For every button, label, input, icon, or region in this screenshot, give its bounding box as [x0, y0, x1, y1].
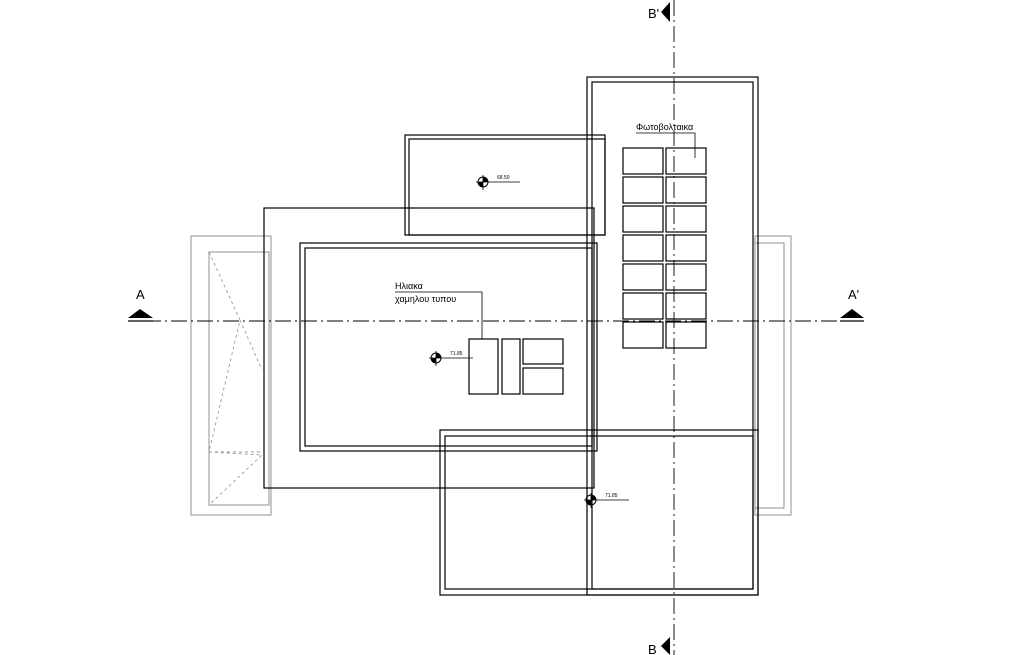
section-marker-a-left: A — [128, 287, 153, 322]
pv-panel — [665, 205, 707, 233]
section-marker-b-bottom: B — [648, 637, 670, 655]
section-a-right-label: A' — [848, 287, 859, 302]
pv-panel — [665, 234, 707, 262]
pv-panel — [665, 292, 707, 320]
solar-label-line1: Ηλιακα — [395, 281, 423, 291]
level-value: 68.50 — [497, 175, 510, 181]
solar-collector-panel — [522, 367, 564, 395]
solar-collector-panel — [522, 338, 564, 365]
pv-label: Φωτοβολταικα — [636, 122, 693, 132]
front-roof-volume — [299, 242, 598, 452]
level-marker-front: 71.85 — [429, 351, 473, 366]
section-a-left-arrow-icon — [128, 309, 153, 318]
pv-panel — [622, 292, 664, 320]
solar-leader-line — [395, 291, 483, 339]
tall-roof-outline — [586, 76, 759, 596]
section-b-top-arrow-icon — [661, 2, 670, 22]
section-b-bottom-arrow-icon — [661, 637, 670, 655]
solar-collectors — [468, 338, 564, 395]
front-roof-outline — [299, 242, 598, 452]
upper-roof-inner — [408, 138, 606, 236]
hip-roof-ridge-lines-2 — [239, 319, 263, 371]
solar-collector-tank — [468, 338, 499, 395]
lower-roof-outline — [439, 429, 759, 596]
section-marker-a-right: A' — [840, 287, 864, 322]
section-b-top-label: B' — [648, 6, 659, 21]
lower-roof-inner — [444, 435, 754, 590]
pv-panel — [622, 205, 664, 233]
level-marker-lower: 71.85 — [584, 493, 629, 508]
pv-panel — [665, 263, 707, 291]
upper-roof-volume — [404, 134, 606, 236]
lower-roof-volume — [439, 429, 759, 596]
solar-label-line2: χαμηλου τυπου — [395, 294, 456, 304]
pv-panel — [622, 321, 664, 349]
section-marker-b-top: B' — [648, 2, 670, 22]
level-marker-upper: 68.50 — [476, 175, 520, 190]
level-value: 71.85 — [605, 493, 618, 499]
solar-annotation: Ηλιακα χαμηλου τυπου — [395, 281, 483, 339]
section-a-left-label: A — [136, 287, 145, 302]
pv-panel — [665, 321, 707, 349]
pv-leader-line — [636, 132, 696, 158]
front-roof-inner — [304, 247, 593, 447]
solar-collector-tank — [501, 338, 521, 395]
right-lower-roof-outline — [754, 235, 792, 516]
pv-panel — [665, 147, 707, 175]
left-lower-roof-outline — [190, 235, 272, 516]
pv-panel — [622, 263, 664, 291]
lower-roof-outlines — [190, 235, 792, 516]
pv-panel — [665, 176, 707, 204]
pv-panel — [622, 234, 664, 262]
photovoltaic-panels — [622, 147, 707, 349]
level-value: 71.85 — [450, 351, 463, 357]
section-a-right-arrow-icon — [840, 309, 864, 318]
pv-annotation: Φωτοβολταικα — [636, 122, 696, 158]
left-lower-roof-inner — [208, 251, 270, 506]
hip-roof-ridge-lines — [208, 251, 264, 506]
pv-panel — [622, 147, 664, 175]
middle-roof-outline — [263, 207, 595, 489]
pv-panel — [622, 176, 664, 204]
upper-roof-outline — [404, 134, 606, 236]
section-b-bottom-label: B — [648, 642, 657, 655]
right-lower-roof-inner — [754, 242, 785, 509]
